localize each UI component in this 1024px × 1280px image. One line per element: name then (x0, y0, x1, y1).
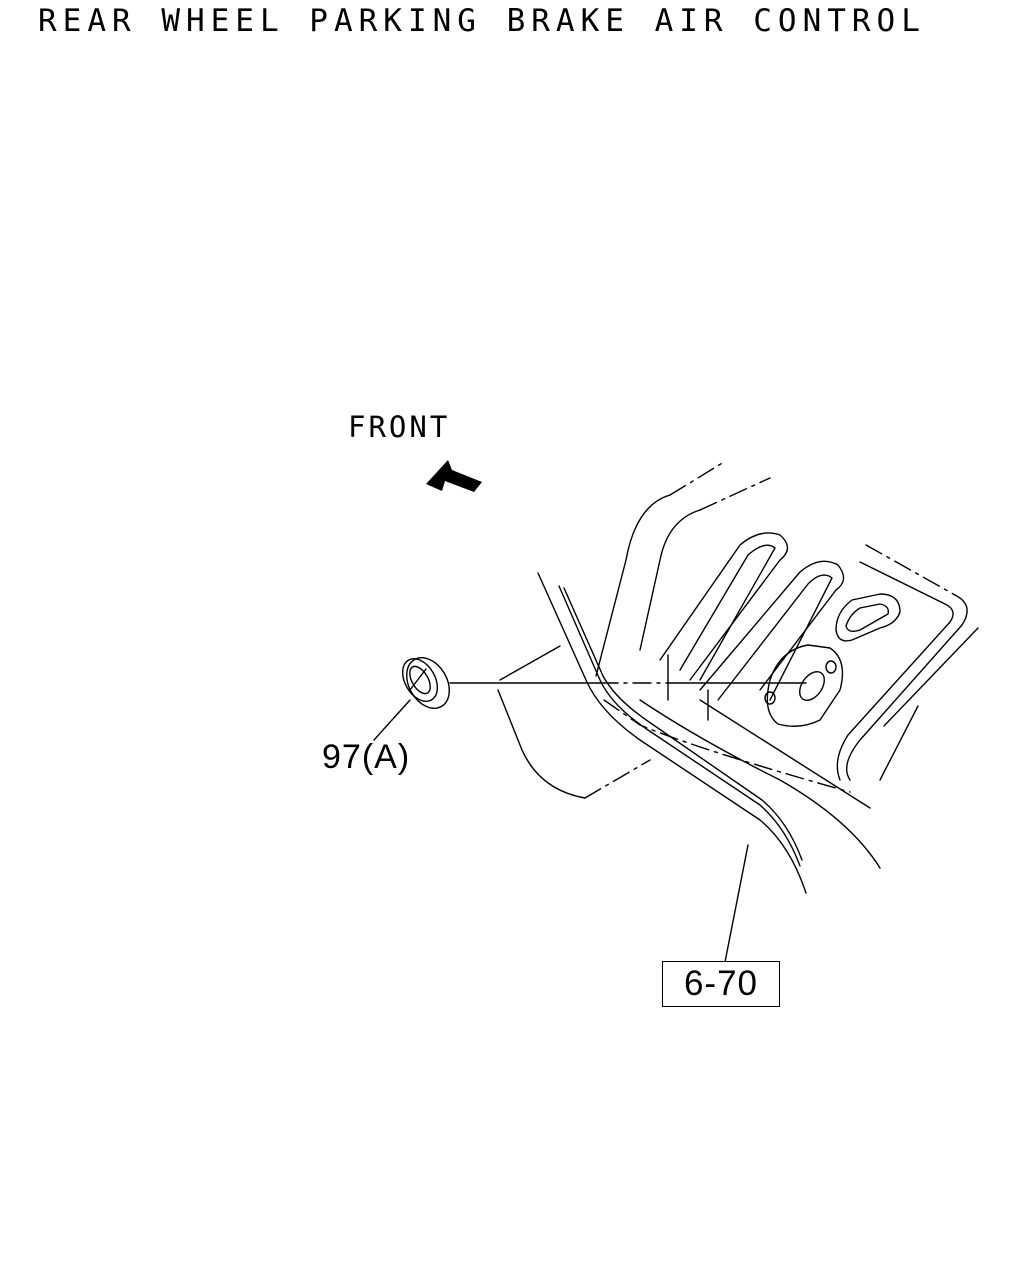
front-arrow-icon (426, 460, 482, 492)
leader-line-6-70 (724, 844, 749, 963)
front-direction-label: FRONT (348, 410, 451, 444)
leader-line-97a (373, 699, 411, 741)
diagram-title: REAR WHEEL PARKING BRAKE AIR CONTROL (38, 3, 926, 39)
grommet-part-icon (401, 657, 450, 709)
frame-structure (497, 461, 979, 894)
callout-97a: 97(A) (322, 738, 411, 776)
reference-box-6-70[interactable]: 6-70 (662, 961, 780, 1007)
